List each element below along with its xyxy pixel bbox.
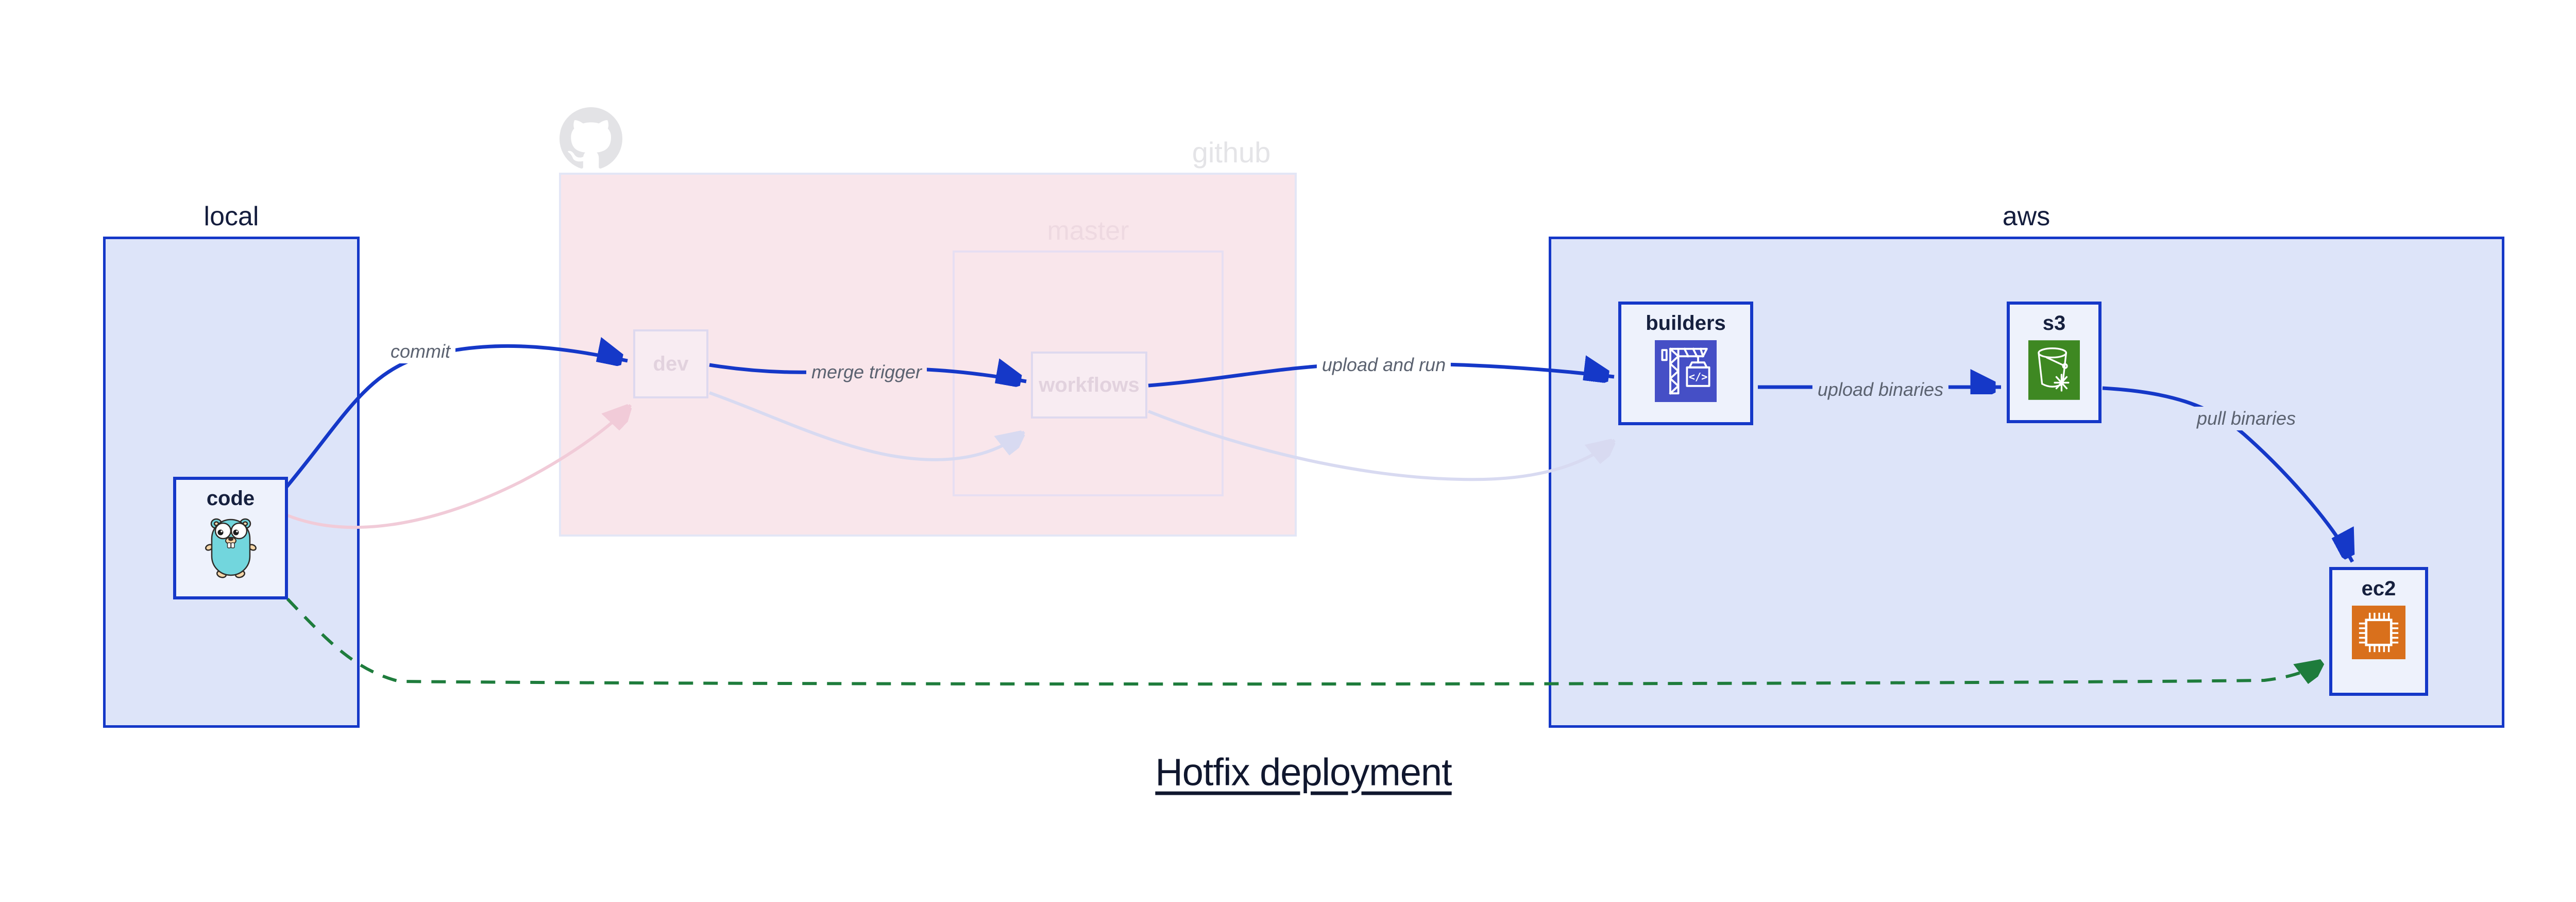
group-local-label: local xyxy=(204,202,259,231)
node-ec2-label: ec2 xyxy=(2361,577,2396,600)
gopher-icon xyxy=(205,518,257,578)
node-s3-label: s3 xyxy=(2042,312,2066,335)
node-dev-label: dev xyxy=(653,352,689,375)
node-code: code xyxy=(173,477,288,599)
group-github-label: github xyxy=(1192,136,1271,169)
node-ec2: ec2 xyxy=(2329,567,2428,696)
group-master-label: master xyxy=(1047,216,1129,246)
edge-label-pull-binaries: pull binaries xyxy=(2191,407,2301,430)
codebuild-icon: </> xyxy=(1655,340,1717,402)
group-aws-label: aws xyxy=(2002,202,2050,231)
ec2-chip-icon xyxy=(2352,606,2405,659)
node-workflows: workflows xyxy=(1031,352,1147,419)
node-builders: builders </> xyxy=(1618,302,1753,425)
svg-text:</>: </> xyxy=(1689,371,1708,383)
edge-label-upload-binaries: upload binaries xyxy=(1812,378,1949,402)
diagram-title: Hotfix deployment xyxy=(1155,750,1452,794)
node-builders-label: builders xyxy=(1646,312,1726,335)
edge-label-merge-trigger: merge trigger xyxy=(806,360,927,384)
node-code-label: code xyxy=(206,487,255,510)
s3-glacier-icon xyxy=(2028,340,2080,400)
node-s3: s3 xyxy=(2007,302,2102,423)
edge-label-upload-and-run: upload and run xyxy=(1316,353,1451,377)
node-dev: dev xyxy=(633,329,708,398)
node-workflows-label: workflows xyxy=(1039,373,1140,396)
github-octocat-icon xyxy=(560,107,622,169)
edge-label-commit: commit xyxy=(385,340,455,363)
